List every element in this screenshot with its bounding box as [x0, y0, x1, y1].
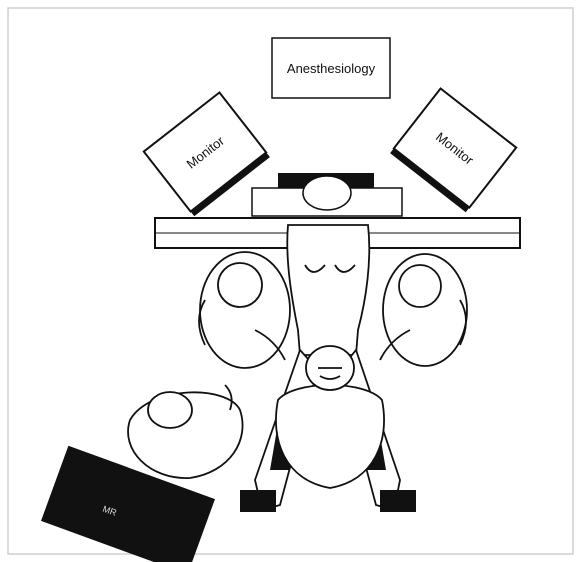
monitor-left: Monitor: [144, 93, 270, 217]
obstetrician: [276, 346, 384, 488]
assistant-right: [380, 254, 467, 366]
anesthesiology-station: Anesthesiology: [272, 38, 390, 98]
patient-head: [303, 176, 351, 210]
anesthesiology-label: Anesthesiology: [287, 61, 376, 76]
assistant-left: [199, 252, 290, 368]
monitor-right: Monitor: [390, 89, 516, 213]
scrub-nurse: [128, 385, 242, 478]
